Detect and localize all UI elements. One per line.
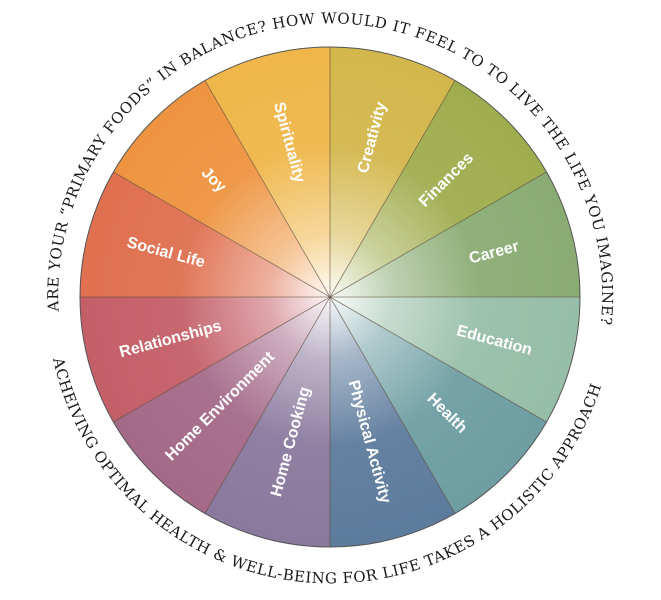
segment-divider [204,296,331,514]
segment-divider [329,296,547,423]
wheel-outline [79,46,581,548]
segment-divider [204,80,331,298]
segment-divider [329,80,456,298]
segment-divider [113,296,331,423]
segment-divider [329,171,547,298]
segment-divider [113,171,331,298]
segment-dividers [80,47,580,547]
segment-divider [329,296,456,514]
